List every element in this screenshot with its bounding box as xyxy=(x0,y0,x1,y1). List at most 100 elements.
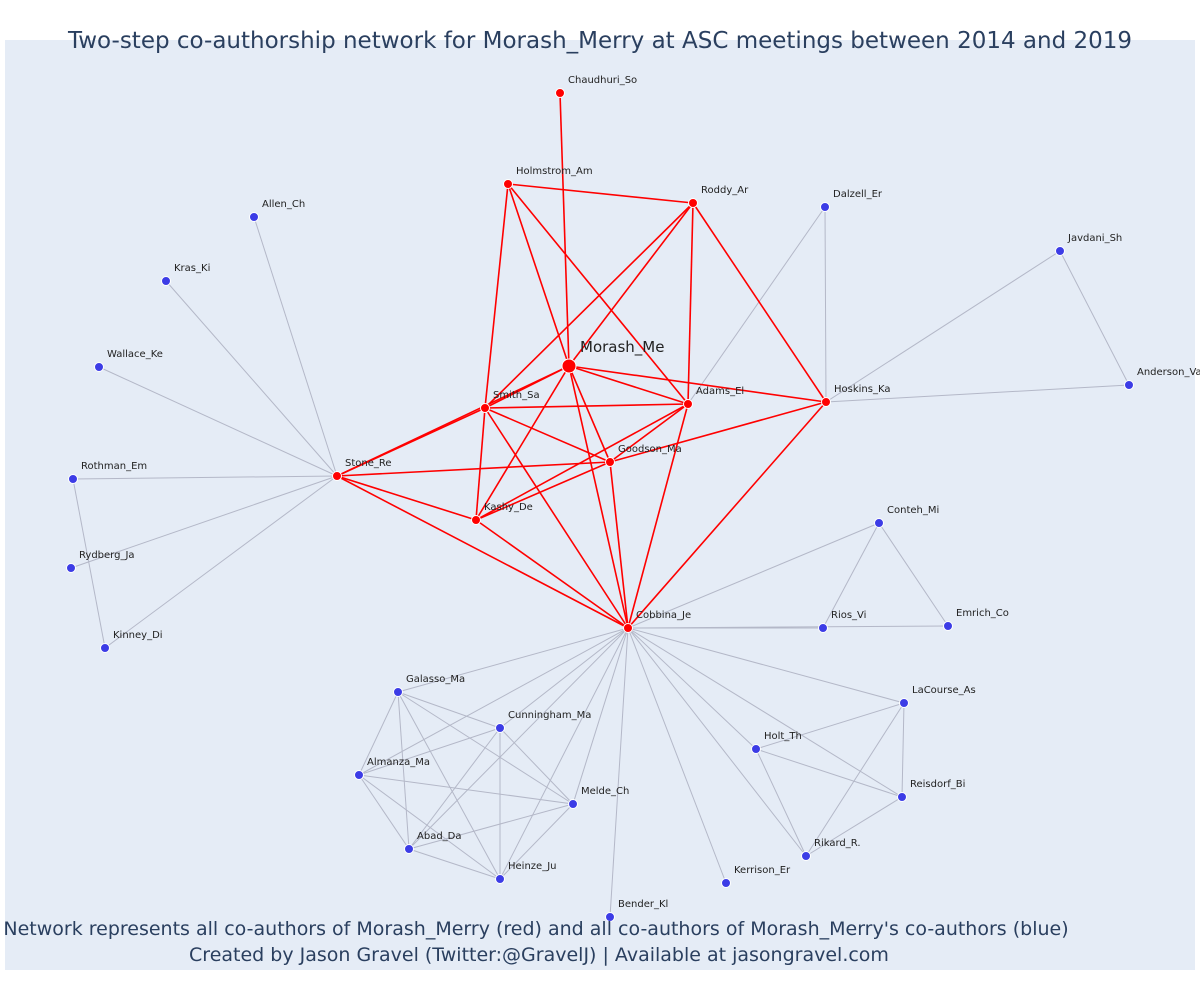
second-step-edge-cobbina-je-rikard-r xyxy=(627,627,807,857)
node-heinze-ju[interactable] xyxy=(495,874,505,884)
node-label-kras-ki: Kras_Ki xyxy=(174,263,210,274)
node-wallace-ke[interactable] xyxy=(94,362,104,372)
second-step-edge-lacourse-as-holt-th xyxy=(755,702,905,750)
second-step-edge-cobbina-je-lacourse-as xyxy=(627,627,905,704)
second-step-edge-javdani-sh-anderson-va xyxy=(1059,250,1130,386)
second-step-edge-cobbina-je-kerrison-er xyxy=(627,627,727,884)
node-kras-ki[interactable] xyxy=(161,276,171,286)
node-lacourse-as[interactable] xyxy=(899,698,909,708)
node-chaudhuri-so[interactable] xyxy=(555,88,565,98)
second-step-edge-almanza-ma-abad-da xyxy=(358,774,410,850)
direct-edge-roddy-ar-adams-el xyxy=(687,202,694,405)
node-adams-el[interactable] xyxy=(683,399,693,409)
direct-edge-morash-me-chaudhuri-so xyxy=(559,92,570,367)
node-label-cunningham-ma: Cunningham_Ma xyxy=(508,710,591,721)
direct-edge-kashy-de-cobbina-je xyxy=(475,519,629,629)
direct-edge-morash-me-cobbina-je xyxy=(568,365,629,629)
direct-edge-goodson-ma-stone-re xyxy=(336,461,611,477)
node-anderson-va[interactable] xyxy=(1124,380,1134,390)
node-javdani-sh[interactable] xyxy=(1055,246,1065,256)
node-abad-da[interactable] xyxy=(404,844,414,854)
node-dalzell-er[interactable] xyxy=(820,202,830,212)
node-label-almanza-ma: Almanza_Ma xyxy=(367,757,430,768)
node-labels: Morash_MeChaudhuri_SoHolmstrom_AmRoddy_A… xyxy=(79,75,1200,910)
node-label-rydberg-ja: Rydberg_Ja xyxy=(79,550,135,561)
network-nodes xyxy=(66,88,1134,922)
second-step-edge-cobbina-je-abad-da xyxy=(408,627,629,850)
direct-edge-adams-el-kashy-de xyxy=(475,403,689,521)
direct-edge-smith-sa-stone-re xyxy=(336,407,486,477)
node-conteh-mi[interactable] xyxy=(874,518,884,528)
node-bender-kl[interactable] xyxy=(605,912,615,922)
node-allen-ch[interactable] xyxy=(249,212,259,222)
second-step-edge-cobbina-je-bender-kl xyxy=(609,627,629,918)
node-hoskins-ka[interactable] xyxy=(821,397,831,407)
direct-edge-morash-me-adams-el xyxy=(568,365,689,405)
direct-edge-morash-me-roddy-ar xyxy=(568,202,694,367)
node-goodson-ma[interactable] xyxy=(605,457,615,467)
node-smith-sa[interactable] xyxy=(480,403,490,413)
node-emrich-co[interactable] xyxy=(943,621,953,631)
second-step-edge-conteh-mi-emrich-co xyxy=(878,522,949,627)
node-rikard-r[interactable] xyxy=(801,851,811,861)
second-step-edge-cobbina-je-galasso-ma xyxy=(397,627,629,693)
direct-edge-stone-re-kashy-de xyxy=(336,475,477,521)
node-label-kashy-de: Kashy_De xyxy=(484,502,533,513)
node-holmstrom-am[interactable] xyxy=(503,179,513,189)
node-label-rothman-em: Rothman_Em xyxy=(81,461,147,472)
second-step-edge-cunningham-ma-almanza-ma xyxy=(358,727,501,776)
second-step-edge-hoskins-ka-dalzell-er xyxy=(824,206,827,403)
node-kashy-de[interactable] xyxy=(471,515,481,525)
second-step-edge-stone-re-rydberg-ja xyxy=(70,475,338,569)
direct-edge-morash-me-holmstrom-am xyxy=(507,183,570,367)
direct-edge-holmstrom-am-adams-el xyxy=(507,183,689,405)
second-step-edge-hoskins-ka-javdani-sh xyxy=(825,250,1061,403)
node-rios-vi[interactable] xyxy=(818,623,828,633)
second-step-edge-abad-da-heinze-ju xyxy=(408,848,501,880)
direct-edge-goodson-ma-hoskins-ka xyxy=(609,401,827,463)
node-label-roddy-ar: Roddy_Ar xyxy=(701,185,749,196)
node-reisdorf-bi[interactable] xyxy=(897,792,907,802)
second-step-edge-galasso-ma-cunningham-ma xyxy=(397,691,501,729)
second-step-edge-conteh-mi-rios-vi xyxy=(822,522,880,629)
direct-edge-roddy-ar-smith-sa xyxy=(484,202,694,409)
node-label-morash-me: Morash_Me xyxy=(580,338,664,357)
second-step-edges xyxy=(70,206,1130,918)
node-label-hoskins-ka: Hoskins_Ka xyxy=(834,384,890,395)
node-cunningham-ma[interactable] xyxy=(495,723,505,733)
node-kinney-di[interactable] xyxy=(100,643,110,653)
node-galasso-ma[interactable] xyxy=(393,687,403,697)
node-label-lacourse-as: LaCourse_As xyxy=(912,685,976,696)
node-rydberg-ja[interactable] xyxy=(66,563,76,573)
node-label-kerrison-er: Kerrison_Er xyxy=(734,865,791,876)
node-label-holt-th: Holt_Th xyxy=(764,731,802,742)
node-rothman-em[interactable] xyxy=(68,474,78,484)
direct-edge-stone-re-cobbina-je xyxy=(336,475,629,629)
node-stone-re[interactable] xyxy=(332,471,342,481)
node-morash-me[interactable] xyxy=(561,358,577,374)
direct-edge-adams-el-cobbina-je xyxy=(627,403,689,629)
node-label-kinney-di: Kinney_Di xyxy=(113,630,163,641)
second-step-edge-rothman-em-kinney-di xyxy=(72,478,106,649)
node-label-javdani-sh: Javdani_Sh xyxy=(1067,233,1122,244)
node-cobbina-je[interactable] xyxy=(623,623,633,633)
direct-edge-holmstrom-am-smith-sa xyxy=(484,183,509,409)
second-step-edge-cobbina-je-almanza-ma xyxy=(358,627,629,776)
node-kerrison-er[interactable] xyxy=(721,878,731,888)
node-almanza-ma[interactable] xyxy=(354,770,364,780)
node-label-allen-ch: Allen_Ch xyxy=(262,199,305,210)
direct-edge-smith-sa-adams-el xyxy=(484,403,689,409)
second-step-edge-lacourse-as-rikard-r xyxy=(805,702,905,857)
node-melde-ch[interactable] xyxy=(568,799,578,809)
node-label-rios-vi: Rios_Vi xyxy=(831,610,866,621)
node-label-melde-ch: Melde_Ch xyxy=(581,786,629,797)
node-label-bender-kl: Bender_Kl xyxy=(618,899,668,910)
second-step-edge-reisdorf-bi-rikard-r xyxy=(805,796,903,857)
node-holt-th[interactable] xyxy=(751,744,761,754)
node-roddy-ar[interactable] xyxy=(688,198,698,208)
second-step-edge-cobbina-je-cunningham-ma xyxy=(499,627,629,729)
node-label-rikard-r: Rikard_R. xyxy=(814,838,861,849)
node-label-galasso-ma: Galasso_Ma xyxy=(406,674,465,685)
second-step-edge-galasso-ma-heinze-ju xyxy=(397,691,501,880)
